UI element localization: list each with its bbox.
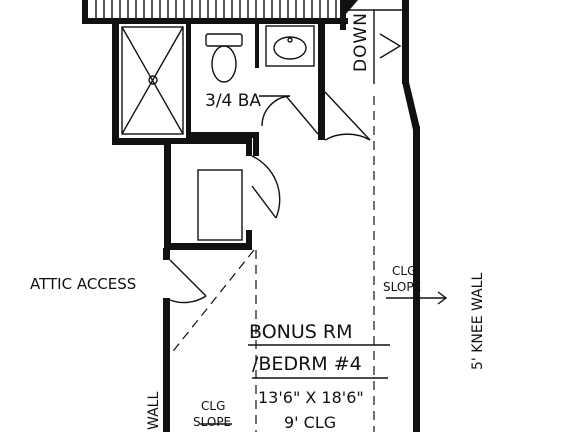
- room-dimensions: 13'6" X 18'6": [258, 388, 364, 407]
- ceiling-height: 9' CLG: [284, 413, 336, 432]
- clg-slope-right-line2: SLOPE: [383, 280, 421, 294]
- top-hatched-wall: [82, 0, 358, 30]
- room-name-line2: /BEDRM #4: [252, 353, 362, 375]
- bath-label: 3/4 BA: [205, 91, 261, 111]
- slope-arrow-right: [386, 291, 448, 305]
- sink-icon: [265, 25, 315, 67]
- toilet-icon: [205, 33, 243, 83]
- clg-slope-left-line1: CLG: [201, 399, 225, 413]
- clg-slope-left-line2: SLOPE: [193, 415, 231, 429]
- room-name-line1: BONUS RM: [249, 321, 352, 343]
- clg-slope-right-line1: CLG: [392, 264, 416, 278]
- exterior-walls: [112, 0, 420, 432]
- down-label: DOWN: [351, 12, 371, 72]
- knee-wall-right-label: 5' KNEE WALL: [470, 273, 486, 370]
- attic-access-door: [169, 259, 207, 304]
- slope-lines: [165, 96, 375, 432]
- stair: [346, 9, 402, 84]
- bath-door: [259, 95, 319, 135]
- closet-door: [197, 155, 281, 241]
- attic-access-label: ATTIC ACCESS: [30, 275, 136, 293]
- hall-door: [324, 91, 371, 141]
- shower: [121, 26, 184, 135]
- knee-wall-left-label: WALL: [146, 392, 162, 430]
